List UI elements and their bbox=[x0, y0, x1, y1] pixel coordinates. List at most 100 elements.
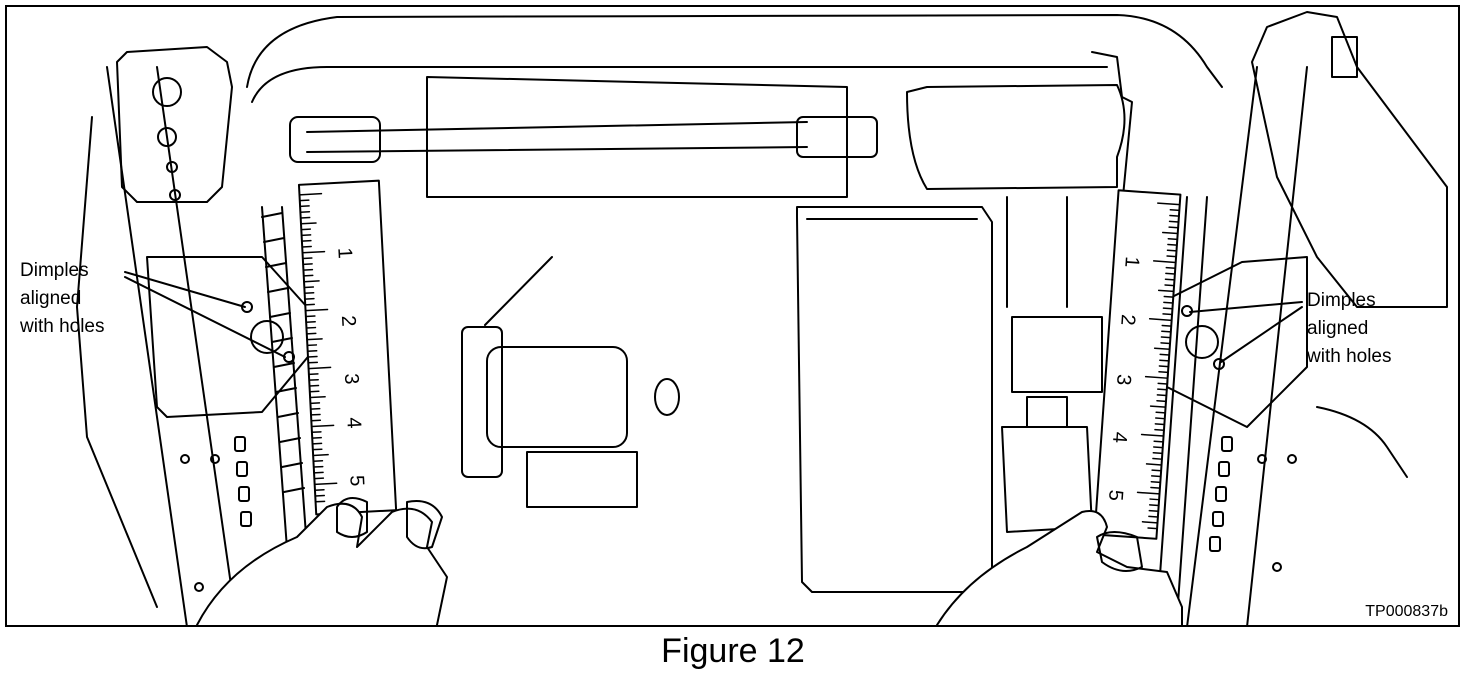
ruler-tick bbox=[1148, 515, 1159, 518]
left-ruler-label-3: 3 bbox=[340, 373, 363, 385]
ruler-tick bbox=[1144, 375, 1169, 379]
ruler-tick bbox=[1140, 433, 1165, 437]
ruler-tick bbox=[1158, 371, 1169, 374]
ruler-tick bbox=[300, 222, 317, 225]
ruler-tick bbox=[1150, 486, 1161, 489]
right-ruler-ticks bbox=[1136, 202, 1181, 530]
ruler-tick bbox=[1153, 446, 1164, 449]
ruler-tick bbox=[1147, 527, 1158, 530]
ruler-tick bbox=[310, 424, 335, 428]
ruler-tick bbox=[1148, 318, 1173, 322]
left-ruler: 1 2 3 4 5 bbox=[297, 179, 398, 516]
right-motor-bracket bbox=[1091, 51, 1133, 208]
ruler-tick bbox=[298, 192, 323, 196]
ruler-tick bbox=[1156, 399, 1167, 403]
ruler-tick bbox=[1157, 202, 1181, 206]
callout-right-dimples: Dimples aligned with holes bbox=[1307, 290, 1392, 367]
ruler-tick bbox=[1160, 336, 1172, 339]
ruler-tick bbox=[1150, 475, 1162, 478]
motor-pointer-line bbox=[484, 256, 553, 326]
center-panel-lower bbox=[796, 206, 993, 593]
figure-caption: Figure 12 bbox=[661, 632, 805, 670]
seat-adjuster-illustration: 1 2 3 4 5 bbox=[76, 11, 1448, 625]
ruler-tick bbox=[1157, 289, 1175, 293]
left-rail-outer bbox=[76, 116, 158, 608]
right-rail-outer bbox=[1316, 406, 1408, 478]
left-ruler-label-4: 4 bbox=[342, 417, 365, 429]
ruler-tick bbox=[306, 338, 323, 341]
ruler-tick bbox=[1168, 220, 1180, 223]
right-solenoid bbox=[1011, 316, 1103, 393]
ruler-tick bbox=[1152, 260, 1177, 264]
seat-frame-inner-left bbox=[251, 66, 428, 103]
left-rail-slots bbox=[180, 436, 252, 592]
ruler-tick bbox=[1152, 457, 1163, 460]
left-bracket-hole-low1 bbox=[166, 161, 178, 173]
left-ruler-label-1: 1 bbox=[333, 247, 356, 259]
ruler-tick bbox=[1162, 313, 1173, 316]
ruler-tick bbox=[1162, 307, 1174, 310]
ruler-tick bbox=[1158, 365, 1170, 368]
ruler-tick bbox=[1156, 394, 1168, 397]
ruler-tick bbox=[307, 366, 332, 370]
ruler-tick bbox=[1169, 214, 1180, 217]
right-dimple-2 bbox=[1213, 358, 1225, 370]
right-ruler-label-4: 4 bbox=[1108, 431, 1131, 444]
left-plate-bolt bbox=[250, 320, 284, 354]
right-hand-thumb bbox=[1096, 531, 1143, 572]
right-ruler-label-2: 2 bbox=[1116, 313, 1139, 326]
rod-end-left bbox=[289, 116, 381, 163]
ruler-tick bbox=[1159, 359, 1170, 362]
rod-end-right bbox=[796, 116, 878, 158]
ruler-tick bbox=[1161, 324, 1172, 327]
ruler-tick bbox=[1136, 491, 1161, 495]
left-hand-finger bbox=[336, 497, 368, 538]
ruler-tick bbox=[1165, 266, 1177, 270]
seat-frame-outline bbox=[246, 14, 1223, 88]
ruler-tick bbox=[1161, 330, 1172, 333]
right-ruler-label-5: 5 bbox=[1104, 489, 1127, 502]
torsion-rod bbox=[306, 121, 808, 153]
ruler-tick bbox=[303, 280, 320, 283]
motor-base bbox=[526, 451, 638, 508]
right-ruler-label-3: 3 bbox=[1112, 373, 1135, 386]
ruler-tick bbox=[1163, 295, 1175, 298]
right-ruler-label-1: 1 bbox=[1120, 256, 1143, 269]
ruler-tick bbox=[1153, 440, 1164, 443]
ruler-tick bbox=[1161, 231, 1179, 235]
left-callout-leader bbox=[124, 271, 286, 358]
center-motor-body bbox=[486, 346, 628, 448]
left-ruler-label-2: 2 bbox=[337, 315, 360, 327]
left-bracket-hole-mid bbox=[157, 127, 177, 147]
right-link bbox=[1006, 196, 1068, 308]
center-motor-shaft bbox=[654, 378, 680, 416]
ruler-tick bbox=[1164, 278, 1176, 281]
left-ruler-ticks bbox=[298, 192, 338, 503]
ruler-tick bbox=[1150, 480, 1162, 484]
ruler-tick bbox=[1149, 498, 1160, 501]
callout-left-dimples: Dimples aligned with holes bbox=[20, 260, 105, 337]
center-panel bbox=[426, 76, 848, 198]
ruler-tick bbox=[312, 453, 329, 457]
figure-frame: 1 2 3 4 5 bbox=[5, 5, 1460, 627]
ruler-tick bbox=[1163, 301, 1174, 304]
ruler-tick bbox=[1165, 272, 1176, 275]
ruler-tick bbox=[1153, 347, 1171, 351]
right-dimple-plate bbox=[1166, 256, 1308, 428]
ruler-tick bbox=[1167, 243, 1178, 246]
right-hand bbox=[936, 510, 1183, 625]
ruler-tick bbox=[1148, 504, 1160, 507]
ruler-tick bbox=[1152, 452, 1164, 455]
ruler-tick bbox=[1155, 411, 1166, 414]
ruler-tick bbox=[1166, 255, 1177, 258]
ruler-tick bbox=[1164, 284, 1175, 287]
ruler-tick bbox=[1167, 237, 1179, 241]
left-hand-thumb bbox=[406, 500, 443, 550]
ruler-tick bbox=[301, 250, 326, 254]
right-callout-leader bbox=[1189, 301, 1303, 363]
ruler-tick bbox=[1168, 226, 1179, 229]
ruler-tick bbox=[1148, 509, 1160, 513]
center-motor-cap bbox=[461, 326, 503, 478]
ruler-tick bbox=[1157, 382, 1168, 385]
ruler-tick bbox=[1155, 417, 1166, 420]
